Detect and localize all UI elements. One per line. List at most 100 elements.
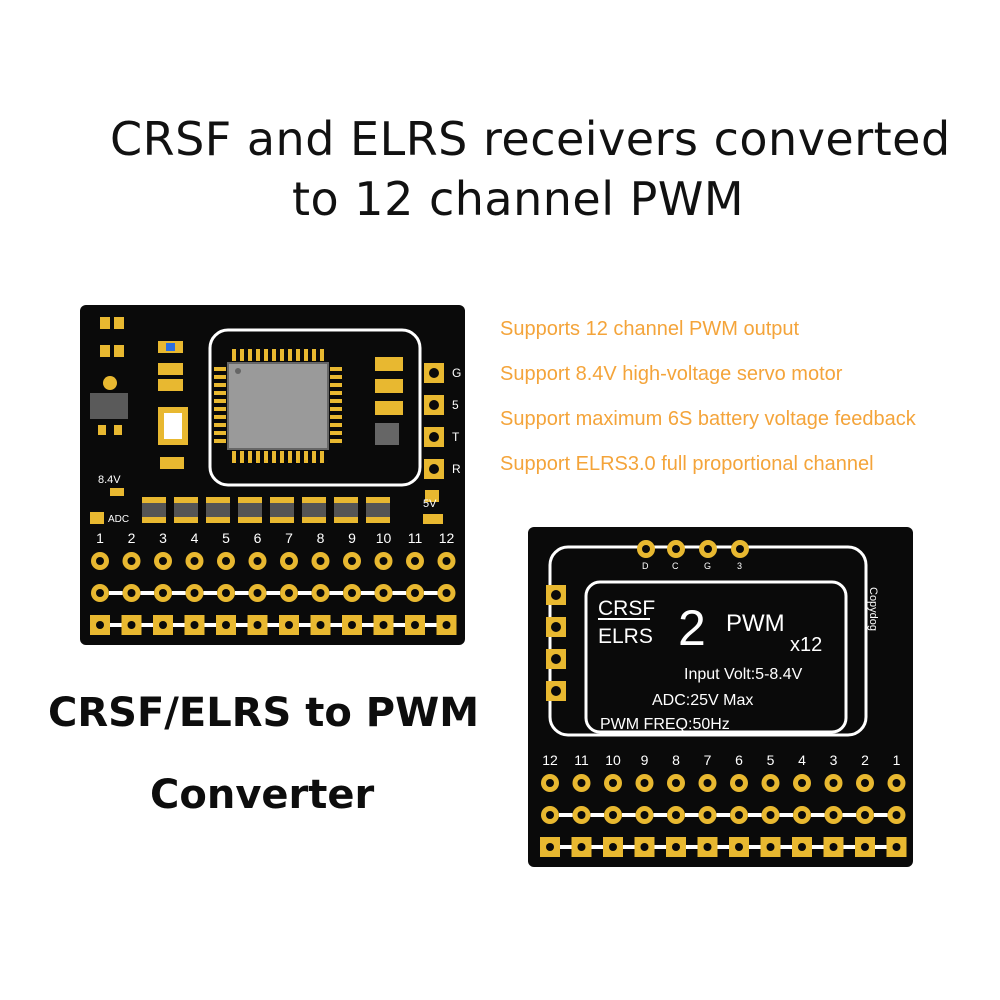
trace <box>843 845 855 849</box>
trace <box>392 591 406 595</box>
mcu-pin <box>304 451 308 463</box>
pin-hole <box>672 779 680 787</box>
mcu-pin <box>214 391 226 395</box>
spec-input-volt: Input Volt:5-8.4V <box>684 666 803 683</box>
mcu-pin <box>330 375 342 379</box>
pin-hole <box>222 621 230 629</box>
smd-pad <box>375 357 403 371</box>
side-pin-label: T <box>452 430 460 444</box>
pin-hole <box>253 557 262 565</box>
pin-hole <box>703 811 712 819</box>
channel-label: 8 <box>317 530 325 546</box>
channel-label: 5 <box>767 752 775 768</box>
resistor-pad <box>174 517 198 523</box>
channel-label: 8 <box>672 752 680 768</box>
logo-elrs: ELRS <box>598 625 653 648</box>
top-pin-hole <box>642 545 650 553</box>
channel-label: 1 <box>96 530 104 546</box>
pin-hole <box>766 779 775 787</box>
channel-label: 6 <box>735 752 743 768</box>
mcu-pin <box>320 349 324 361</box>
trace <box>780 845 792 849</box>
left-pin-hole <box>551 654 561 664</box>
brand-copydog: Copydog <box>867 587 879 631</box>
pin-hole <box>546 779 554 787</box>
channel-label: 2 <box>861 752 869 768</box>
pin-hole <box>442 589 451 597</box>
feature-item: Supports 12 channel PWM output <box>500 318 800 340</box>
top-pin-label: G <box>704 561 711 571</box>
pin-hole <box>546 811 554 819</box>
mcu-pin <box>288 349 292 361</box>
mcu-pin <box>330 367 342 371</box>
channel-label: 7 <box>704 752 712 768</box>
mcu-pin <box>296 349 300 361</box>
left-pin-hole <box>551 590 561 600</box>
mcu-pin <box>280 451 284 463</box>
resistor-pad <box>366 517 390 523</box>
top-pin-hole <box>736 545 744 553</box>
channel-label: 12 <box>542 752 558 768</box>
top-pin-hole <box>704 545 712 553</box>
pin-hole <box>798 811 806 819</box>
back-board-svg: D C G 3 CRSF ELRS 2 PWM x12 Copydog Inpu… <box>528 527 913 867</box>
trace <box>141 623 153 627</box>
smd-pad <box>158 363 183 375</box>
top-pin-label: C <box>672 561 679 571</box>
resistor-pad <box>238 517 262 523</box>
pin-hole <box>640 811 649 819</box>
resistor-pad <box>302 497 326 503</box>
resistor-pad <box>142 517 166 523</box>
pin-hole <box>703 843 712 851</box>
pin-hole <box>829 779 838 787</box>
pin-hole <box>766 843 775 851</box>
trace <box>559 813 573 817</box>
trace <box>812 845 824 849</box>
headline-line-2: to 12 channel PWM <box>292 172 745 226</box>
resistor-pad <box>238 497 262 503</box>
pin-hole <box>222 557 230 565</box>
resistor-pad <box>334 497 358 503</box>
feature-item: Support ELRS3.0 full proportional channe… <box>500 453 874 475</box>
pin-hole <box>672 811 680 819</box>
label-8-4v: 8.4V <box>98 474 121 486</box>
smd-pad <box>375 379 403 393</box>
back-board-pcb <box>528 527 913 867</box>
smd-pad <box>98 425 106 435</box>
pin-hole <box>892 779 901 787</box>
channel-label: 4 <box>798 752 806 768</box>
mcu-pin <box>232 451 236 463</box>
resistor-row <box>142 497 390 523</box>
side-pin-column: G 5 T R <box>424 363 461 479</box>
label-adc: ADC <box>108 514 129 525</box>
trace <box>716 813 730 817</box>
smd-pad <box>375 401 403 415</box>
smd-pad <box>160 457 184 469</box>
pwm-header-pins <box>540 774 907 857</box>
trace <box>591 845 603 849</box>
pin-hole <box>253 621 262 629</box>
mcu-pin <box>330 431 342 435</box>
pin-hole <box>222 589 230 597</box>
trace <box>424 591 438 595</box>
pin-hole <box>577 811 586 819</box>
top-pin-label: 3 <box>737 561 742 571</box>
trace <box>590 813 604 817</box>
pin-hole <box>609 779 617 787</box>
logo-2: 2 <box>678 600 706 656</box>
mcu-pin <box>214 423 226 427</box>
mcu-pin <box>256 451 260 463</box>
trace <box>779 813 793 817</box>
pin-hole <box>640 779 649 787</box>
mcu-pin <box>320 451 324 463</box>
top-pin-label: D <box>642 561 649 571</box>
mcu-pin <box>272 349 276 361</box>
pin-hole <box>411 589 419 597</box>
pin-hole <box>609 843 617 851</box>
trace <box>653 813 667 817</box>
channel-label: 10 <box>605 752 621 768</box>
pin-hole <box>127 589 136 597</box>
mcu-pin <box>214 415 226 419</box>
